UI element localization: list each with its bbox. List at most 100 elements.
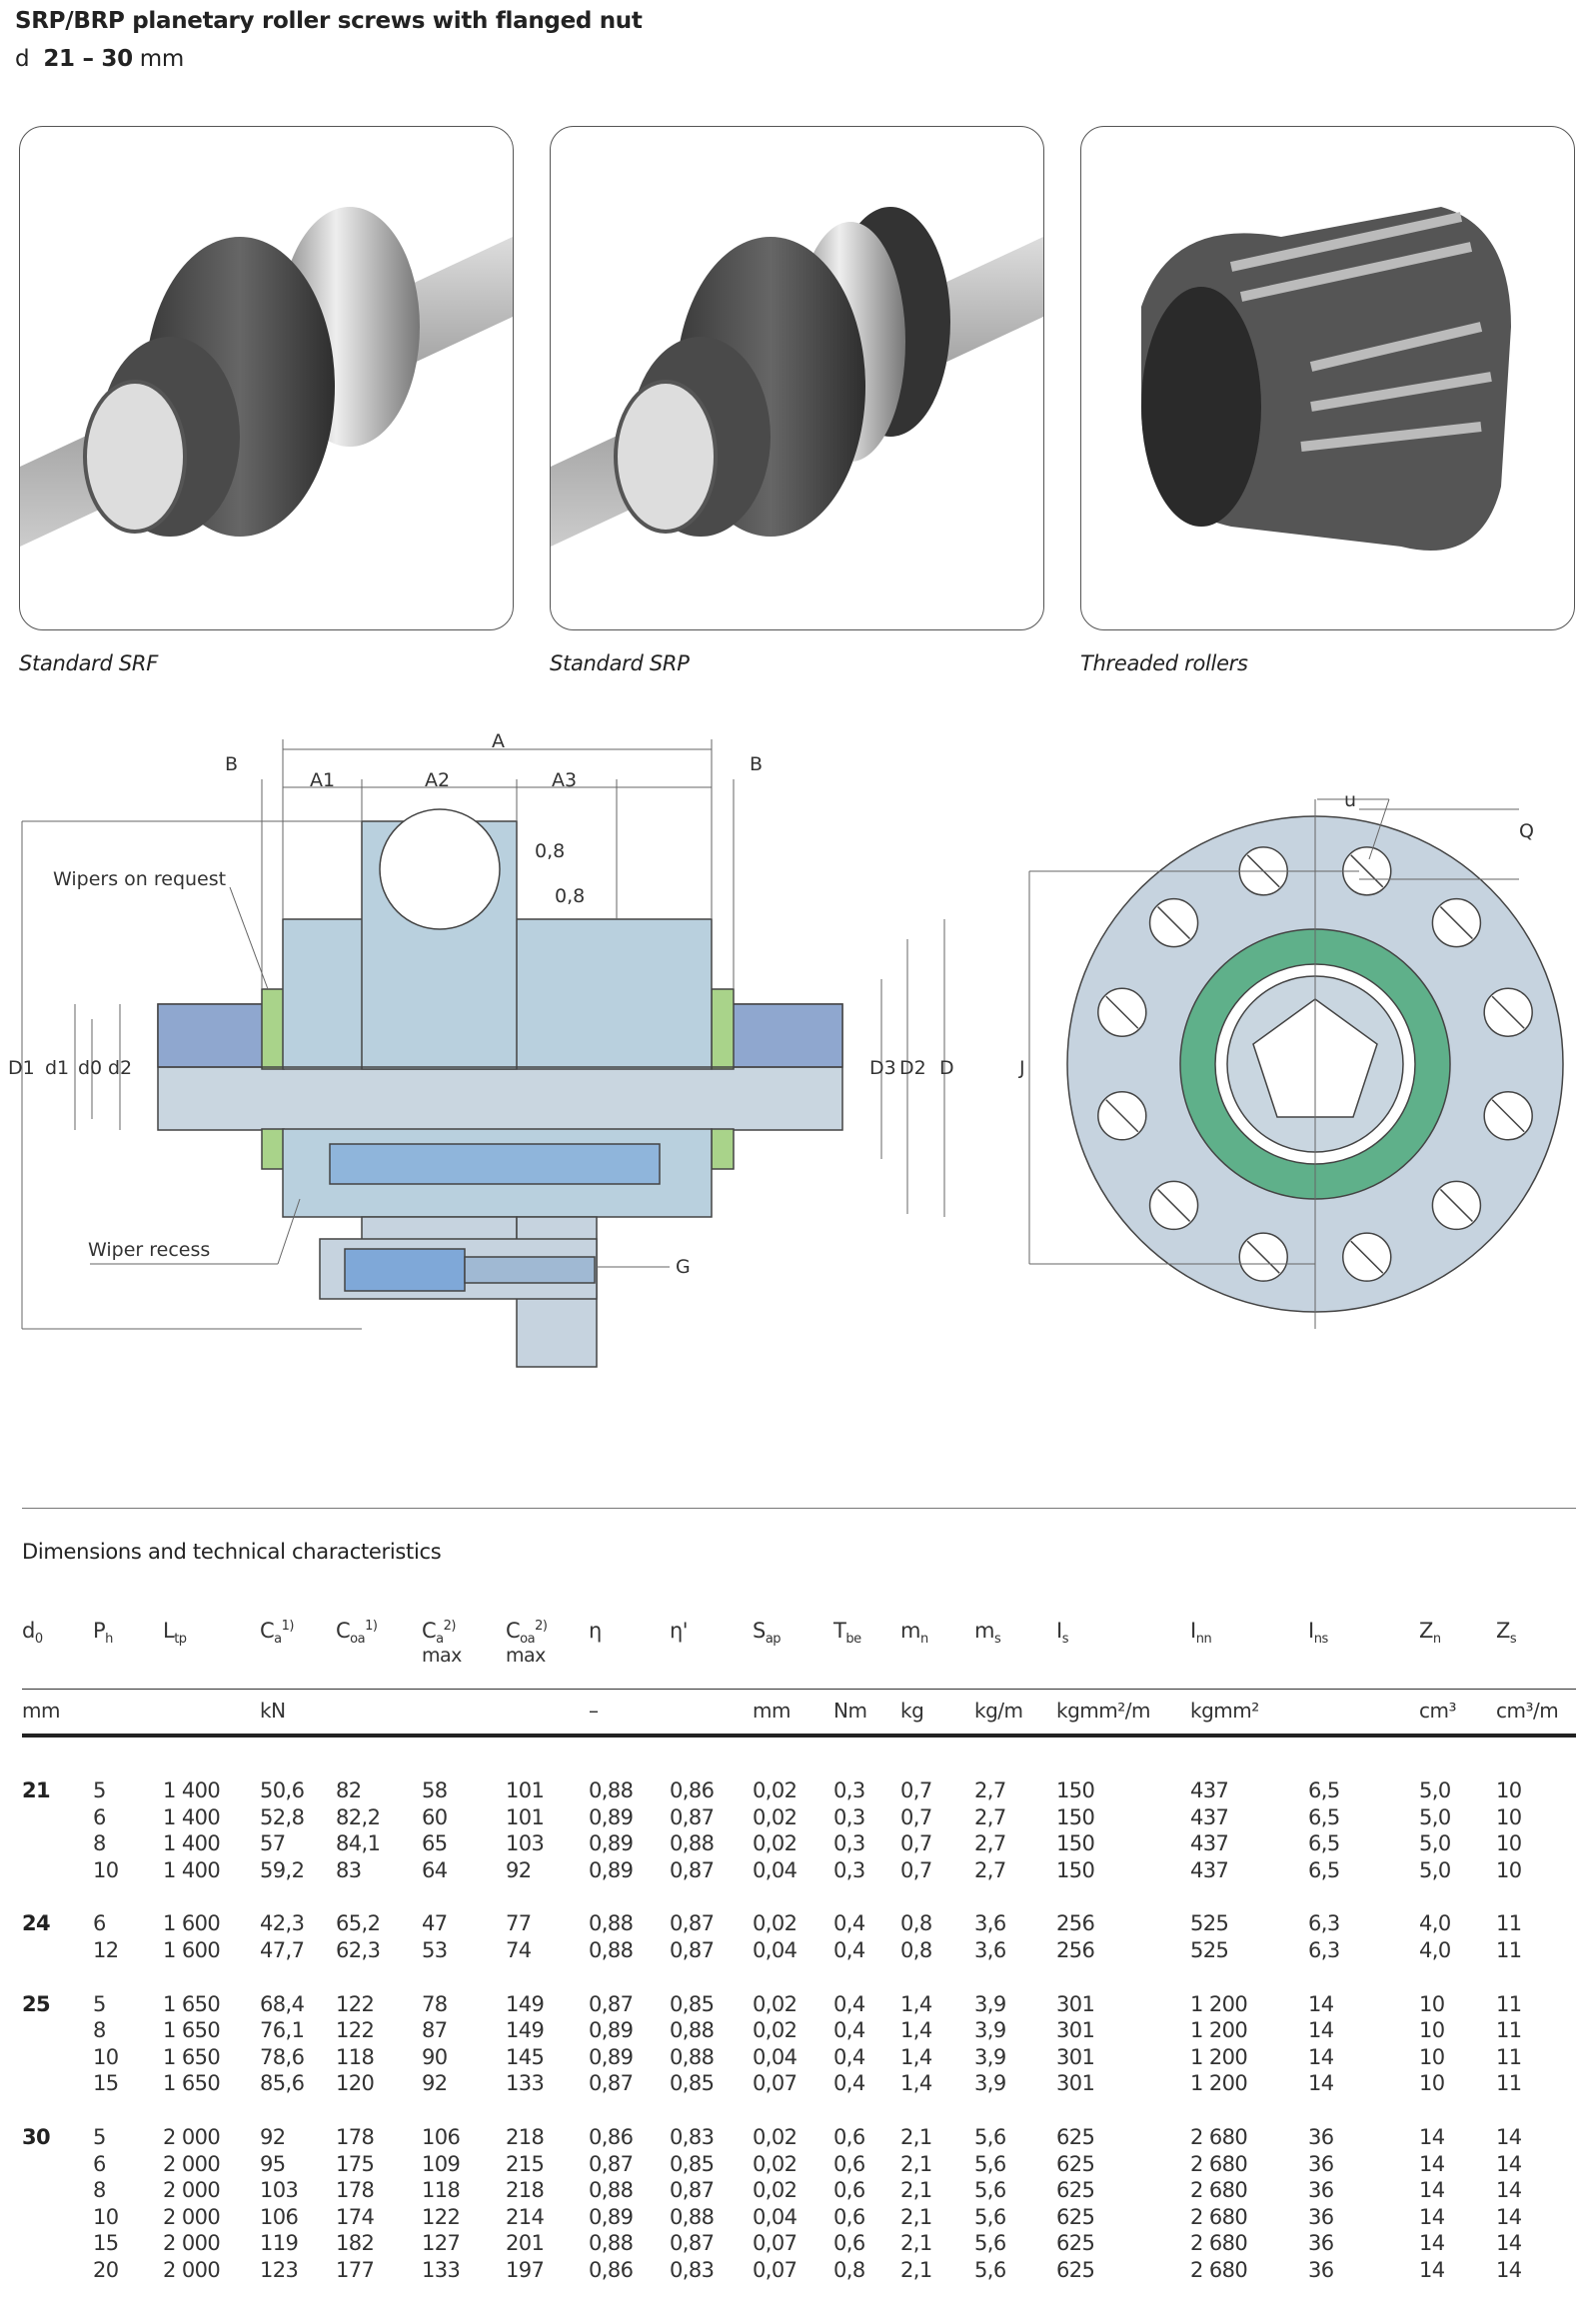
- label-chamfer: 0,8: [555, 885, 585, 907]
- table-cell: 5: [93, 2125, 106, 2149]
- table-cell: 0,88: [670, 2204, 715, 2229]
- table-cell: 3,9: [974, 2071, 1006, 2096]
- table-cell: 109: [422, 2151, 461, 2176]
- table-cell: 150: [1056, 1831, 1095, 1856]
- label-D1: D1: [8, 1057, 35, 1079]
- column-symbol: d: [22, 1619, 35, 1643]
- table-cell: 122: [336, 1991, 375, 2016]
- table-cell: 85,6: [260, 2071, 305, 2096]
- table-cell: 150: [1056, 1857, 1095, 1882]
- column-qualifier: max: [422, 1645, 462, 1668]
- column-unit: kgmm²: [1190, 1699, 1259, 1723]
- table-cell: 14: [1496, 2231, 1522, 2256]
- table-cell: 1,4: [900, 2071, 932, 2096]
- column-unit: –: [589, 1699, 599, 1723]
- table-cell: 82,2: [336, 1804, 381, 1829]
- column-symbol: P: [93, 1619, 106, 1643]
- table-cell: 0,85: [670, 1991, 715, 2016]
- bolt-hole-cross: [1246, 1240, 1280, 1274]
- table-cell: 5,6: [974, 2125, 1006, 2149]
- table-cell: 0,88: [670, 2044, 715, 2069]
- table-cell: 0,89: [589, 2044, 634, 2069]
- column-unit: cm³/m: [1496, 1699, 1559, 1723]
- label-Q: Q: [1519, 820, 1534, 842]
- table-cell: 0,8: [900, 1911, 932, 1936]
- column-subscript: be: [845, 1632, 861, 1648]
- table-cell: 0,4: [833, 1911, 865, 1936]
- table-cell: 1 200: [1190, 2018, 1248, 2043]
- label-D3: D3: [869, 1057, 896, 1079]
- bolt-hole-cross: [1439, 1188, 1473, 1222]
- flanged-nut-image: [551, 207, 1043, 547]
- column-subscript: nn: [1195, 1632, 1212, 1648]
- column-header: Coa2)max: [506, 1619, 548, 1666]
- table-cell: 50,6: [260, 1778, 305, 1802]
- table-cell: 2,1: [900, 2258, 932, 2282]
- table-cell: 36: [1308, 2231, 1334, 2256]
- column-unit: Nm: [833, 1699, 867, 1723]
- photo-caption: Standard SRF: [19, 651, 158, 675]
- table-cell: 1 600: [163, 1911, 221, 1936]
- table-cell: 1 400: [163, 1804, 221, 1829]
- table-cell: 174: [336, 2204, 375, 2229]
- table-cell: 14: [1496, 2125, 1522, 2149]
- photo-caption: Standard SRP: [550, 651, 690, 675]
- table-cell: 0,07: [753, 2258, 798, 2282]
- table-cell: 0,04: [753, 2204, 798, 2229]
- table-cell: 3,6: [974, 1911, 1006, 1936]
- table-cell: 1 200: [1190, 2044, 1248, 2069]
- table-cell: 1 400: [163, 1778, 221, 1802]
- table-cell: 11: [1496, 1991, 1522, 2016]
- table-cell: 64: [422, 1857, 448, 1882]
- table-cell: 0,87: [589, 2071, 634, 2096]
- table-cell: 437: [1190, 1857, 1229, 1882]
- table-cell: 0,87: [670, 1911, 715, 1936]
- table-cell: 36: [1308, 2204, 1334, 2229]
- table-cell: 0,02: [753, 2151, 798, 2176]
- cell-d0: 25: [22, 1991, 51, 2016]
- column-subscript: h: [105, 1632, 113, 1648]
- table-cell: 1 400: [163, 1857, 221, 1882]
- table-cell: 8: [93, 1831, 106, 1856]
- column-subscript: n: [919, 1632, 928, 1648]
- column-subscript: tp: [174, 1632, 187, 1648]
- table-cell: 0,88: [589, 2231, 634, 2256]
- table-cell: 6: [93, 1911, 106, 1936]
- table-cell: 2 000: [163, 2125, 221, 2149]
- table-cell: 14: [1308, 2018, 1334, 2043]
- table-cell: 0,6: [833, 2151, 865, 2176]
- table-cell: 5,6: [974, 2258, 1006, 2282]
- table-title: Dimensions and technical characteristics: [22, 1540, 442, 1564]
- table-cell: 0,02: [753, 2178, 798, 2203]
- table-cell: 625: [1056, 2204, 1095, 2229]
- table-cell: 0,6: [833, 2231, 865, 2256]
- column-symbol: C: [336, 1619, 351, 1643]
- table-cell: 74: [506, 1938, 532, 1962]
- table-cell: 11: [1496, 2071, 1522, 2096]
- table-cell: 0,83: [670, 2258, 715, 2282]
- table-cell: 2 000: [163, 2204, 221, 2229]
- table-cell: 218: [506, 2125, 545, 2149]
- table-cell: 6,3: [1308, 1911, 1340, 1936]
- table-cell: 8: [93, 2018, 106, 2043]
- table-cell: 0,87: [670, 1857, 715, 1882]
- table-cell: 0,04: [753, 1938, 798, 1962]
- table-cell: 178: [336, 2125, 375, 2149]
- table-cell: 36: [1308, 2178, 1334, 2203]
- table-cell: 2 000: [163, 2151, 221, 2176]
- table-cell: 0,02: [753, 1911, 798, 1936]
- column-unit: kg/m: [974, 1699, 1023, 1723]
- table-cell: 0,85: [670, 2151, 715, 2176]
- table-cell: 0,4: [833, 2071, 865, 2096]
- table-cell: 0,87: [670, 2231, 715, 2256]
- table-cell: 10: [1419, 1991, 1445, 2016]
- end-view-drawing: J u Q: [1018, 789, 1564, 1329]
- bolt-hole-cross: [1350, 1240, 1384, 1274]
- table-cell: 2 680: [1190, 2204, 1248, 2229]
- table-cell: 68,4: [260, 1991, 305, 2016]
- table-cell: 2,1: [900, 2204, 932, 2229]
- table-cell: 10: [93, 1857, 119, 1882]
- cell-d0: 30: [22, 2125, 51, 2149]
- column-subscript: ns: [1313, 1632, 1329, 1648]
- bolt-hole-cross: [1157, 906, 1191, 940]
